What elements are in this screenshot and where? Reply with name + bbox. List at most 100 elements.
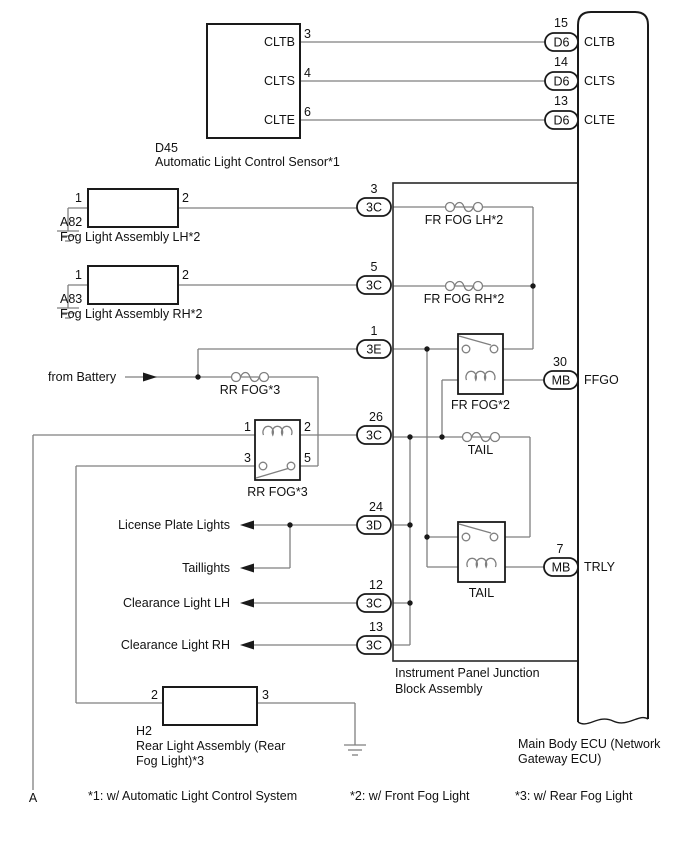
connector-code: MB xyxy=(552,561,571,575)
connector-code: 3E xyxy=(366,343,381,357)
sensor-pin-signal: CLTB xyxy=(264,35,295,49)
tail-relay xyxy=(457,521,506,583)
connector-d6-clts: 14 D6 xyxy=(544,55,579,91)
battery-arrow-icon xyxy=(143,372,157,382)
output-arrow-icon xyxy=(240,520,254,530)
output-label: Clearance Light RH xyxy=(121,638,230,652)
relay-label: TAIL xyxy=(469,586,495,600)
component-code: A83 xyxy=(60,292,82,306)
fuse-fr-fog-rh xyxy=(444,280,484,292)
pin-number: 13 xyxy=(554,94,568,108)
fuse-label: RR FOG*3 xyxy=(220,383,280,397)
pin-number: 30 xyxy=(553,355,567,369)
connector-mb-ffgo: 30 MB xyxy=(543,355,579,390)
connector-code: 3C xyxy=(366,597,382,611)
component-code: A82 xyxy=(60,215,82,229)
relay-switch-icon xyxy=(458,523,492,534)
junction-block-name: Block Assembly xyxy=(395,682,483,696)
labels: CLTB CLTS CLTE 3 4 6 D45 Automatic Light… xyxy=(29,27,661,805)
ecu-signal: CLTE xyxy=(584,113,615,127)
component-code: H2 xyxy=(136,724,152,738)
wires xyxy=(32,41,545,790)
connector-code: 3C xyxy=(366,279,382,293)
pin-number: 3 xyxy=(244,451,251,465)
pin-number: 12 xyxy=(369,578,383,592)
connector-code: 3C xyxy=(366,429,382,443)
output-label: Taillights xyxy=(182,561,230,575)
connector-code: 3C xyxy=(366,201,382,215)
pin-number: 3 xyxy=(262,688,269,702)
pin-number: 24 xyxy=(369,500,383,514)
connector-code: D6 xyxy=(554,75,570,89)
pin-number: 5 xyxy=(304,451,311,465)
junction-block-name: Instrument Panel Junction xyxy=(395,666,540,680)
connector-3d-24: 24 3D xyxy=(356,500,392,535)
connector-code: MB xyxy=(552,374,571,388)
connector-3c-5: 5 3C xyxy=(356,260,392,295)
ecu-signal: CLTB xyxy=(584,35,615,49)
connector-3c-13: 13 3C xyxy=(356,620,392,655)
fuse-label: TAIL xyxy=(468,443,494,457)
fuse-rr-fog xyxy=(230,371,270,383)
ecu-signal: CLTS xyxy=(584,74,615,88)
battery-label: from Battery xyxy=(48,370,117,384)
pin-number: 14 xyxy=(554,55,568,69)
connector-mb-trly: 7 MB xyxy=(543,542,579,577)
ecu-signal: FFGO xyxy=(584,373,619,387)
component-name: Fog Light Assembly LH*2 xyxy=(60,230,200,244)
pin-number: 1 xyxy=(75,191,82,205)
relay-coil-icon xyxy=(465,370,496,382)
fuse-label: FR FOG LH*2 xyxy=(425,213,504,227)
pin-number: 2 xyxy=(182,268,189,282)
pin-number: 2 xyxy=(182,191,189,205)
relay-label: FR FOG*2 xyxy=(451,398,510,412)
rr-fog-relay xyxy=(254,419,301,481)
output-arrow-icon xyxy=(240,598,254,608)
sensor-pin-signal: CLTE xyxy=(264,113,295,127)
fog-light-lh-box xyxy=(87,188,179,228)
pin-number: 26 xyxy=(369,410,383,424)
relay-switch-icon xyxy=(255,467,289,479)
main-body-ecu-outline xyxy=(577,11,649,722)
page-ref: A xyxy=(29,791,38,805)
junction-dots xyxy=(195,283,536,606)
output-label: Clearance Light LH xyxy=(123,596,230,610)
connector-3c-3: 3 3C xyxy=(356,182,392,217)
pin-number: 1 xyxy=(75,268,82,282)
pin-number: 3 xyxy=(304,27,311,41)
footnote: *3: w/ Rear Fog Light xyxy=(515,789,633,803)
ecu-signal: TRLY xyxy=(584,560,616,574)
component-name: Automatic Light Control Sensor*1 xyxy=(155,155,340,169)
connector-d6-cltb: 15 D6 xyxy=(544,16,579,52)
pin-number: 2 xyxy=(151,688,158,702)
relay-coil-icon xyxy=(466,557,497,569)
output-arrow-icon xyxy=(240,563,254,573)
pin-number: 13 xyxy=(369,620,383,634)
fuse-label: FR FOG RH*2 xyxy=(424,292,505,306)
pin-number: 2 xyxy=(304,420,311,434)
sensor-pin-signal: CLTS xyxy=(264,74,295,88)
pin-number: 6 xyxy=(304,105,311,119)
fog-light-rh-box xyxy=(87,265,179,305)
rear-light-box xyxy=(162,686,258,726)
light-control-sensor-box xyxy=(206,23,301,139)
pin-number: 7 xyxy=(557,542,564,556)
ecu-name: Main Body ECU (Network xyxy=(518,737,661,751)
connector-code: D6 xyxy=(554,36,570,50)
ecu-name: Gateway ECU) xyxy=(518,752,601,766)
relay-label: RR FOG*3 xyxy=(247,485,307,499)
output-arrow-icon xyxy=(240,640,254,650)
connector-3e-1: 1 3E xyxy=(356,324,392,359)
connector-code: D6 xyxy=(554,114,570,128)
fuse-tail xyxy=(461,431,501,443)
pin-number: 3 xyxy=(371,182,378,196)
pin-number: 1 xyxy=(244,420,251,434)
pin-number: 1 xyxy=(371,324,378,338)
pin-number: 15 xyxy=(554,16,568,30)
output-label: License Plate Lights xyxy=(118,518,230,532)
connector-d6-clte: 13 D6 xyxy=(544,94,579,130)
relay-switch-icon xyxy=(458,335,492,346)
relay-coil-icon xyxy=(262,425,293,437)
